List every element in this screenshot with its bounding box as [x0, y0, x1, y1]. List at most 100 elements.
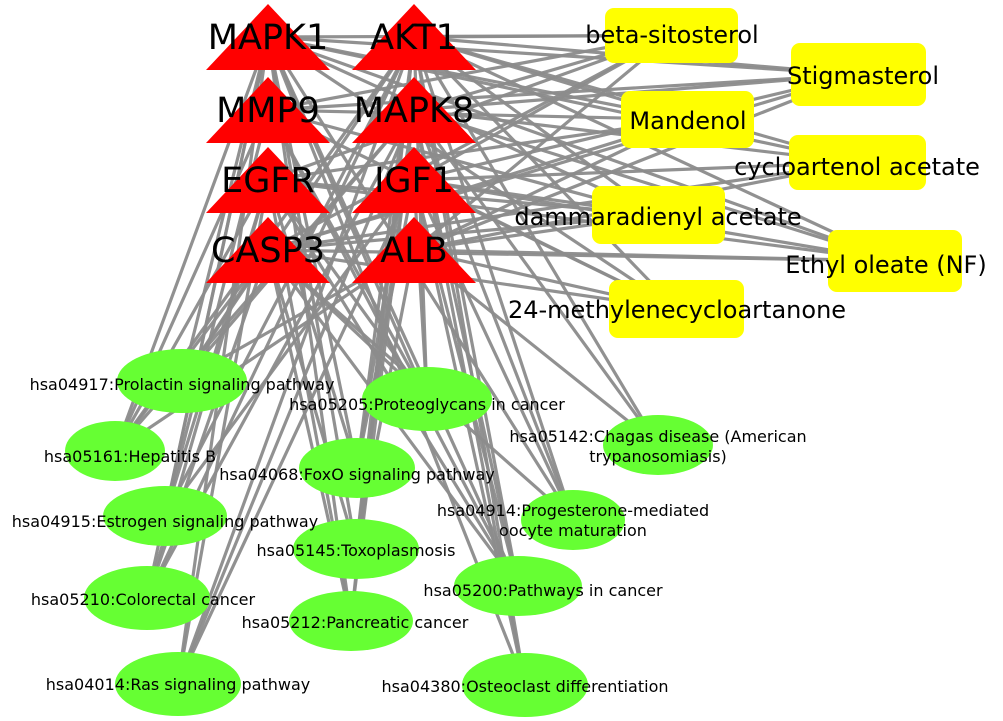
- pathway-label-line: hsa05145:Toxoplasmosis: [257, 541, 456, 560]
- edge-hsa04068-EGFR: [266, 178, 359, 470]
- compound-box: [609, 280, 744, 338]
- compound-label: Ethyl oleate (NF): [785, 251, 986, 279]
- pathway-node-hsa05205[interactable]: [362, 367, 492, 431]
- pathway-label: hsa04068:FoxO signaling pathway: [219, 465, 495, 484]
- compound-label: beta-sitosterol: [585, 21, 758, 49]
- edge-beta-ALB: [412, 33, 674, 252]
- pathway-node-hsa05145[interactable]: [293, 519, 419, 579]
- target-node-EGFR[interactable]: EGFR: [206, 147, 330, 213]
- target-node-MMP9[interactable]: MMP9: [206, 77, 330, 143]
- pathway-label-line: hsa04380:Osteoclast differentiation: [382, 677, 669, 696]
- pathway-label-line: hsa05205:Proteoglycans in cancer: [289, 395, 565, 414]
- edge-mand-CASP3: [266, 117, 690, 252]
- pathway-ellipse: [299, 438, 415, 498]
- target-label: CASP3: [211, 231, 325, 271]
- compound-box: [605, 8, 738, 63]
- compound-box: [791, 43, 926, 106]
- pathway-label-line: oocyte maturation: [499, 521, 647, 540]
- edge-mand-MMP9: [266, 108, 690, 122]
- pathway-label: hsa05205:Proteoglycans in cancer: [289, 395, 565, 414]
- target-node-IGF1[interactable]: IGF1: [352, 147, 476, 213]
- pathway-label: hsa05161:Hepatitis B: [44, 447, 216, 466]
- target-label: MMP9: [216, 91, 320, 131]
- pathway-node-hsa04915[interactable]: [103, 486, 227, 546]
- edge-hsa05205-IGF1: [412, 178, 429, 401]
- target-node-MAPK1[interactable]: MAPK1: [206, 4, 330, 70]
- compound-label: 24-methylenecycloartanone: [508, 296, 846, 324]
- target-triangle: [206, 4, 330, 70]
- target-label: ALB: [380, 231, 447, 271]
- target-label: EGFR: [221, 161, 315, 201]
- pathway-node-hsa05210[interactable]: [84, 566, 210, 630]
- target-triangle: [206, 217, 330, 283]
- pathway-node-hsa04380[interactable]: [462, 653, 588, 717]
- pathway-label: hsa05200:Pathways in cancer: [423, 581, 663, 600]
- compound-node-stig[interactable]: [791, 43, 926, 106]
- pathway-label-line: hsa04917:Prolactin signaling pathway: [30, 375, 335, 394]
- pathway-label-line: hsa05200:Pathways in cancer: [423, 581, 663, 600]
- pathway-ellipse: [103, 486, 227, 546]
- compound-label: Stigmasterol: [787, 62, 939, 90]
- compound-node-cyclo[interactable]: [789, 135, 926, 190]
- pathway-label: hsa04917:Prolactin signaling pathway: [30, 375, 335, 394]
- compound-node-meth[interactable]: [609, 280, 744, 338]
- target-node-ALB[interactable]: ALB: [352, 217, 476, 283]
- compound-label: dammaradienyl acetate: [514, 203, 801, 231]
- edge-ethyl-AKT1: [412, 35, 897, 263]
- pathway-ellipse: [84, 566, 210, 630]
- target-label: MAPK1: [208, 18, 328, 58]
- target-label: IGF1: [374, 161, 454, 201]
- pathway-label-line: hsa05210:Colorectal cancer: [31, 590, 256, 609]
- target-triangle: [352, 4, 476, 70]
- pathway-label-line: hsa05161:Hepatitis B: [44, 447, 216, 466]
- pathway-ellipse: [462, 653, 588, 717]
- compound-node-beta[interactable]: [605, 8, 738, 63]
- pathway-node-hsa05200[interactable]: [454, 556, 582, 616]
- pathway-ellipse: [115, 652, 241, 716]
- pathway-label: hsa04014:Ras signaling pathway: [46, 675, 310, 694]
- pathway-ellipse: [362, 367, 492, 431]
- pathway-node-hsa05142[interactable]: [603, 415, 713, 475]
- target-node-CASP3[interactable]: CASP3: [206, 217, 330, 283]
- pathway-label-line: trypanosomiasis): [589, 447, 727, 466]
- target-label: MAPK8: [354, 91, 474, 131]
- pathway-node-hsa04914[interactable]: [521, 490, 625, 550]
- pathway-ellipse: [454, 556, 582, 616]
- pathway-label-line: hsa05142:Chagas disease (American: [509, 427, 806, 446]
- pathway-label: hsa04915:Estrogen signaling pathway: [12, 512, 318, 531]
- compound-node-mand[interactable]: [621, 91, 754, 148]
- pathway-node-hsa05212[interactable]: [289, 591, 413, 651]
- pathway-node-hsa04917[interactable]: [117, 349, 247, 413]
- compound-box: [789, 135, 926, 190]
- pathway-label: hsa05145:Toxoplasmosis: [257, 541, 456, 560]
- target-triangle: [352, 147, 476, 213]
- pathway-ellipse: [521, 490, 625, 550]
- target-triangle: [206, 147, 330, 213]
- compound-box: [592, 186, 725, 244]
- compound-node-damm[interactable]: [592, 186, 725, 244]
- pathway-ellipse: [117, 349, 247, 413]
- target-node-MAPK8[interactable]: MAPK8: [352, 77, 476, 143]
- pathway-label: hsa04380:Osteoclast differentiation: [382, 677, 669, 696]
- edge-cyclo-IGF1: [412, 160, 860, 182]
- compound-label: cycloartenol acetate: [734, 153, 980, 181]
- pathway-node-hsa05161[interactable]: [65, 421, 165, 481]
- pathway-node-hsa04014[interactable]: [115, 652, 241, 716]
- target-node-AKT1[interactable]: AKT1: [352, 4, 476, 70]
- edge-hsa04014-AKT1: [176, 35, 416, 686]
- edge-hsa05142-MAPK8: [412, 108, 660, 447]
- pathway-node-hsa04068[interactable]: [299, 438, 415, 498]
- pathway-label-line: hsa05212:Pancreatic cancer: [242, 613, 469, 632]
- edge-hsa05142-AKT1: [412, 35, 660, 447]
- edge-beta-MMP9: [266, 33, 674, 112]
- edge-ethyl-MAPK1: [266, 35, 897, 263]
- edge-meth-MAPK1: [266, 35, 679, 311]
- pathway-label: hsa05210:Colorectal cancer: [31, 590, 256, 609]
- compound-label: Mandenol: [629, 107, 746, 135]
- compound-node-ethyl[interactable]: [828, 230, 962, 292]
- edge-stig-ALB: [412, 72, 861, 252]
- pathway-label: hsa05212:Pancreatic cancer: [242, 613, 469, 632]
